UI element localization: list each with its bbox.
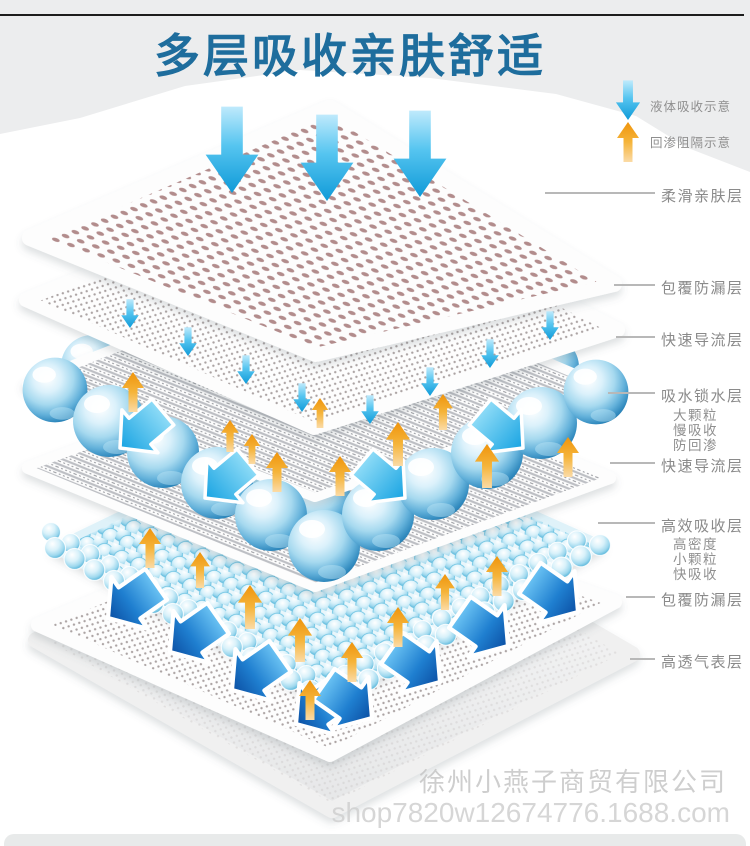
leader-line <box>614 284 655 286</box>
leader-line <box>626 596 655 598</box>
layer-label-distribution-1: 快速导流层 <box>661 332 744 349</box>
legend-absorb-label: 液体吸收示意 <box>650 100 732 114</box>
top-rule <box>0 14 744 16</box>
layer-label-high-absorb: 高效吸收层 <box>661 518 744 535</box>
leader-line <box>630 658 655 660</box>
leader-line <box>610 462 655 464</box>
watermark-url: shop7820w12674776.1688.com <box>331 797 730 828</box>
layer-detail: 大颗粒 <box>673 408 718 423</box>
layer-detail: 慢吸收 <box>673 423 718 438</box>
watermark-company: 徐州小燕子商贸有限公司 <box>418 767 727 797</box>
leader-line <box>608 392 655 394</box>
layer-detail: 防回渗 <box>673 438 718 453</box>
leader-line <box>545 192 655 194</box>
footer-band <box>4 834 746 846</box>
layer-detail: 高密度 <box>673 537 718 552</box>
leader-line <box>616 336 655 338</box>
layer-detail: 快吸收 <box>673 567 718 582</box>
top-gray-band <box>0 0 750 172</box>
legend-rewet-label: 回渗阻隔示意 <box>650 136 732 150</box>
layer-label-water-lock: 吸水锁水层 <box>661 388 744 405</box>
layer-label-distribution-2: 快速导流层 <box>661 458 744 475</box>
layer-label-leakproof-2: 包覆防漏层 <box>661 592 744 609</box>
leader-line <box>598 522 655 524</box>
layer-label-leakproof-1: 包覆防漏层 <box>661 280 744 297</box>
layer-label-breathable: 高透气表层 <box>661 654 744 671</box>
page-title: 多层吸收亲肤舒适 <box>154 30 546 82</box>
layer-detail: 小颗粒 <box>673 552 718 567</box>
layer-label-soft-skin: 柔滑亲肤层 <box>661 188 744 205</box>
